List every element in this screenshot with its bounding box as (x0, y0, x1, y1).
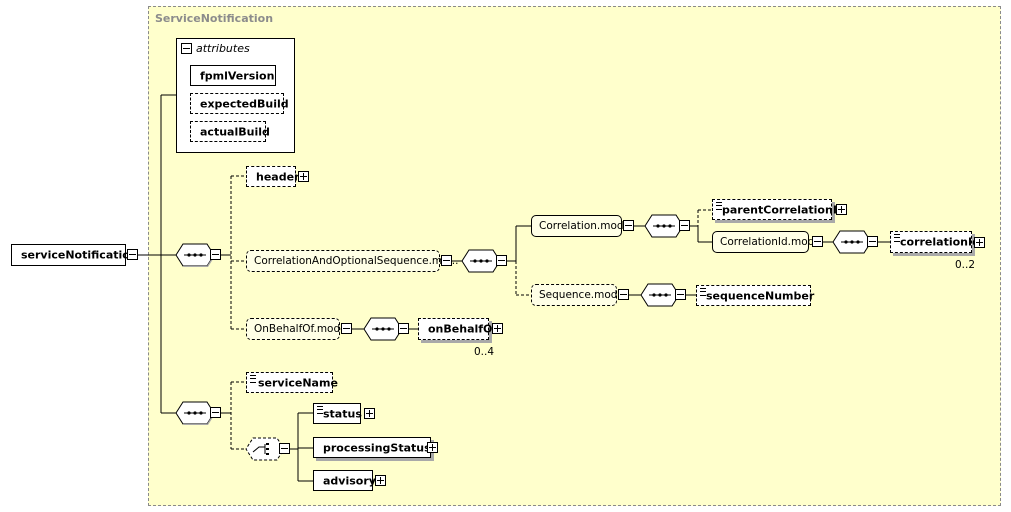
choice-collapse-icon[interactable] (279, 443, 290, 454)
simple-type-icon (894, 234, 900, 242)
to-sequence-model (515, 261, 531, 296)
sequence-compositor-2 (461, 249, 501, 273)
sequence-5-collapse-icon[interactable] (675, 289, 686, 300)
sequence-compositor-7 (175, 401, 215, 425)
simple-type-icon (317, 406, 323, 414)
group-correlation-model[interactable]: Correlation.model (531, 215, 633, 237)
element-parent-correlation-id[interactable]: parentCorrelationId (712, 199, 845, 220)
correlation-id-expand-icon[interactable] (974, 237, 985, 248)
choice-branches (289, 412, 313, 482)
element-correlation-id[interactable]: correlationId (890, 231, 980, 253)
sequence-compositors (175, 214, 872, 461)
group-correlation-and-optional-sequence[interactable]: CorrelationAndOptionalSequence.mo... (246, 250, 458, 272)
group-sequence-model[interactable]: Sequence.model (531, 284, 627, 306)
sequence-1-collapse-icon[interactable] (210, 249, 221, 260)
sequence-model-collapse-icon[interactable] (618, 289, 629, 300)
sequence-2-collapse-icon[interactable] (496, 255, 507, 266)
simple-type-icon (716, 202, 722, 210)
sequence-7-collapse-icon[interactable] (210, 407, 221, 418)
group-on-behalf-of-model[interactable]: OnBehalfOf.model (246, 318, 350, 340)
to-correlation-model (515, 225, 531, 261)
attribute-actual-build[interactable]: actualBuild (190, 121, 270, 142)
sequence-compositor-5 (640, 283, 680, 307)
root-trunk-line (138, 94, 176, 414)
status-expand-icon[interactable] (364, 408, 375, 419)
advisory-expand-icon[interactable] (375, 475, 386, 486)
simple-type-icon (250, 375, 256, 383)
parent-correlation-id-expand-icon[interactable] (836, 204, 847, 215)
root-collapse-icon[interactable] (127, 249, 138, 260)
sequence-compositor-4 (832, 230, 872, 254)
element-advisory[interactable]: advisory (313, 470, 376, 491)
sequence-3-collapse-icon[interactable] (679, 220, 690, 231)
group-correlation-id-model[interactable]: CorrelationId.model (712, 231, 824, 253)
correlation-seq-collapse-icon[interactable] (441, 255, 452, 266)
processing-status-expand-icon[interactable] (427, 442, 438, 453)
attribute-expected-build[interactable]: expectedBuild (190, 93, 289, 114)
sequence-compositor-6 (363, 317, 403, 341)
attributes-collapse-icon[interactable] (181, 43, 192, 54)
header-expand-icon[interactable] (298, 171, 309, 182)
element-sequence-number[interactable]: sequenceNumber (696, 285, 814, 306)
simple-type-icon (700, 288, 706, 296)
element-processing-status[interactable]: processingStatus (313, 437, 431, 458)
attributes-title: attributes (196, 42, 250, 55)
group-title: ServiceNotification (155, 12, 274, 25)
correlation-id-model-collapse-icon[interactable] (812, 236, 823, 247)
seq1-branches (230, 175, 246, 330)
attribute-fpml-version[interactable]: fpmlVersion (190, 65, 276, 86)
element-service-name[interactable]: serviceName (246, 372, 338, 393)
element-header[interactable]: header (246, 166, 299, 187)
seq2-branches (230, 381, 246, 450)
correlation-id-cardinality: 0..2 (955, 259, 976, 271)
root-element-service-notification[interactable]: serviceNotification (11, 244, 138, 266)
on-behalf-of-cardinality: 0..4 (474, 346, 495, 358)
sequence-compositor-3 (644, 214, 684, 238)
element-on-behalf-of[interactable]: onBehalfOf (418, 318, 497, 340)
choice-compositor (245, 437, 285, 461)
element-status[interactable]: status (313, 403, 362, 424)
sequence-compositor-1 (175, 243, 215, 267)
sequence-6-collapse-icon[interactable] (398, 323, 409, 334)
on-behalf-of-model-collapse-icon[interactable] (341, 323, 352, 334)
correlation-model-collapse-icon[interactable] (623, 220, 634, 231)
on-behalf-of-expand-icon[interactable] (492, 323, 503, 334)
sequence-4-collapse-icon[interactable] (867, 236, 878, 247)
